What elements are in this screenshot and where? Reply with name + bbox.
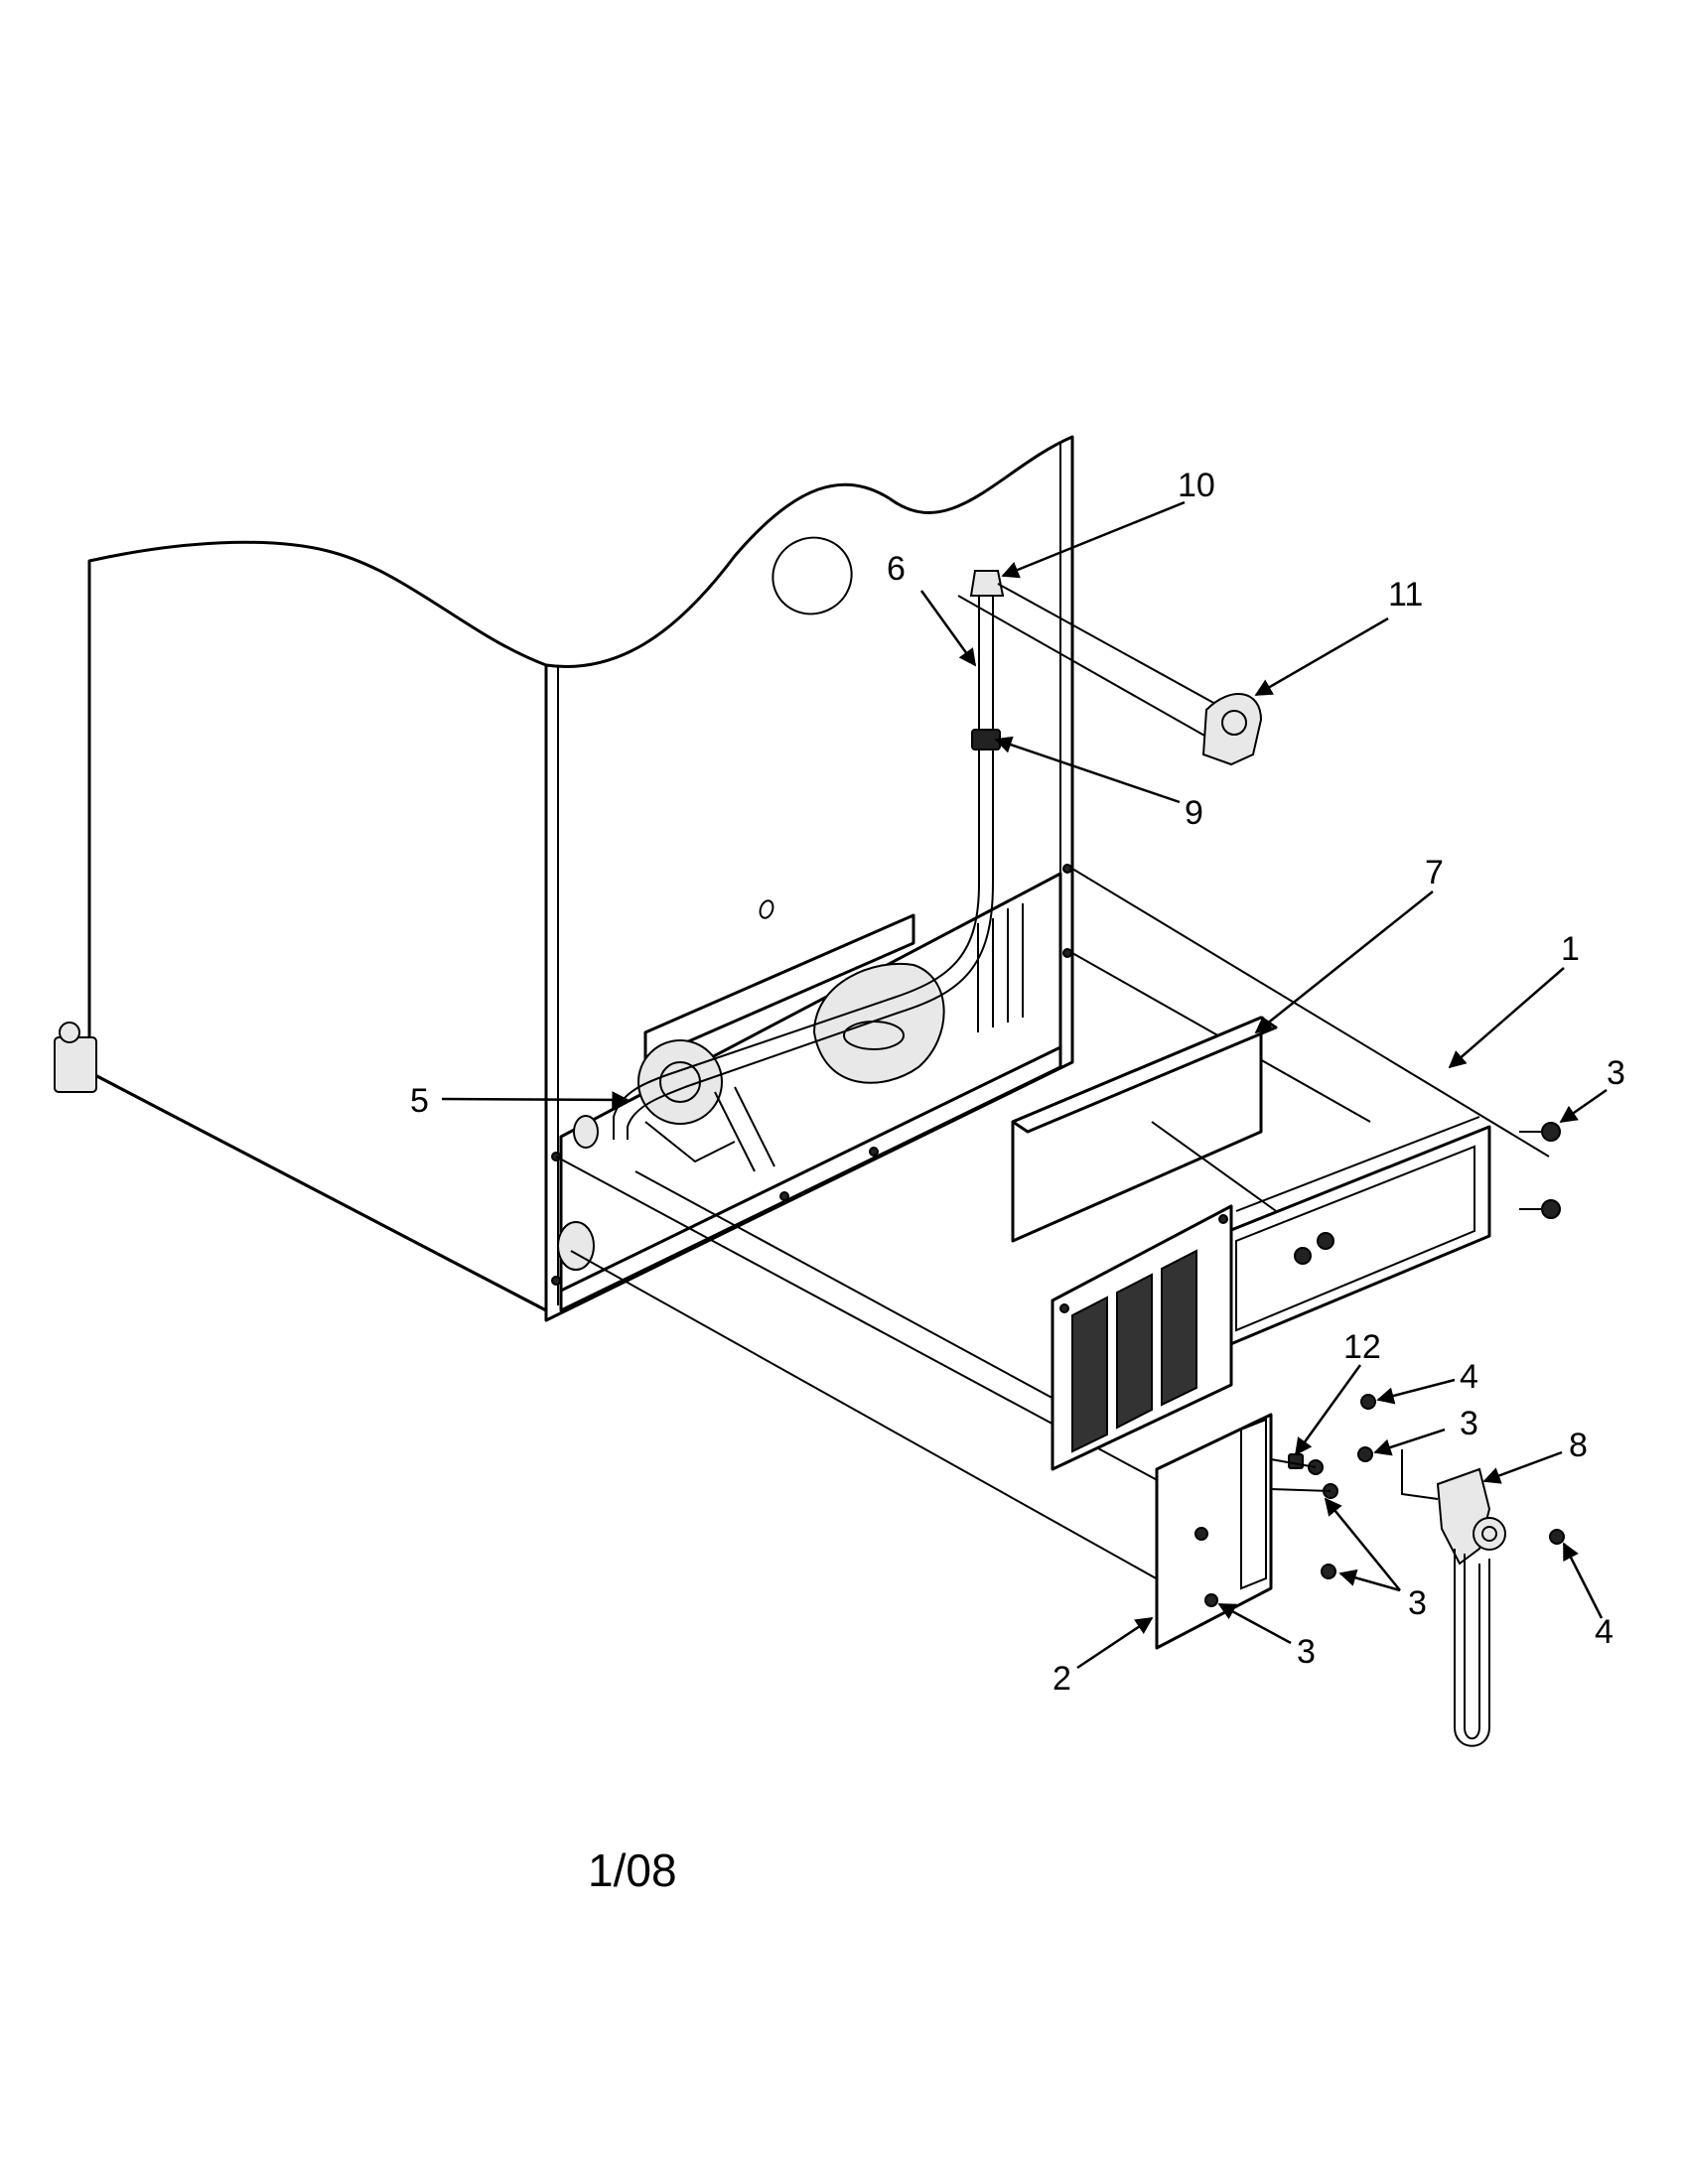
- callout-12: 12: [1343, 1328, 1381, 1366]
- callout-3-top: 3: [1607, 1054, 1625, 1092]
- callout-6: 6: [887, 550, 906, 588]
- projection-line-fitting-2: [957, 595, 1207, 738]
- callout-11: 11: [1388, 576, 1423, 614]
- callout-4-upper: 4: [1460, 1358, 1478, 1396]
- access-panel: [1214, 1116, 1491, 1352]
- water-fitting: [969, 570, 1005, 597]
- callout-labels: 10 11 6 9 7 1 3 5 12 4 3 8 3 4 3 2: [410, 467, 1625, 1698]
- water-valve: [1401, 1449, 1506, 1747]
- panel-screws: [1294, 1122, 1561, 1265]
- louvered-grille: [1051, 1204, 1233, 1471]
- callout-3-middle: 3: [1460, 1405, 1478, 1442]
- tube-clip: [971, 729, 1001, 751]
- callout-7: 7: [1425, 854, 1444, 891]
- callout-9: 9: [1185, 794, 1203, 832]
- callout-3-bottom: 3: [1297, 1633, 1316, 1671]
- tube-clamp: [1201, 693, 1263, 766]
- insulation-block: [1011, 1016, 1312, 1243]
- projection-line-fitting: [997, 583, 1227, 711]
- date-code: 1/08: [588, 1844, 677, 1896]
- callout-1: 1: [1561, 930, 1580, 968]
- callout-10: 10: [1178, 467, 1215, 504]
- callout-8: 8: [1569, 1427, 1588, 1464]
- callout-5: 5: [410, 1082, 429, 1120]
- refrigerator-cabinet: [54, 435, 1074, 1322]
- callout-4-lower: 4: [1595, 1613, 1614, 1651]
- callout-2: 2: [1052, 1660, 1071, 1698]
- leader-arrows: [441, 500, 1608, 1670]
- callout-3-group: 3: [1408, 1584, 1427, 1622]
- small-screws: [1270, 1394, 1565, 1579]
- bracket-plate: [1155, 1413, 1273, 1650]
